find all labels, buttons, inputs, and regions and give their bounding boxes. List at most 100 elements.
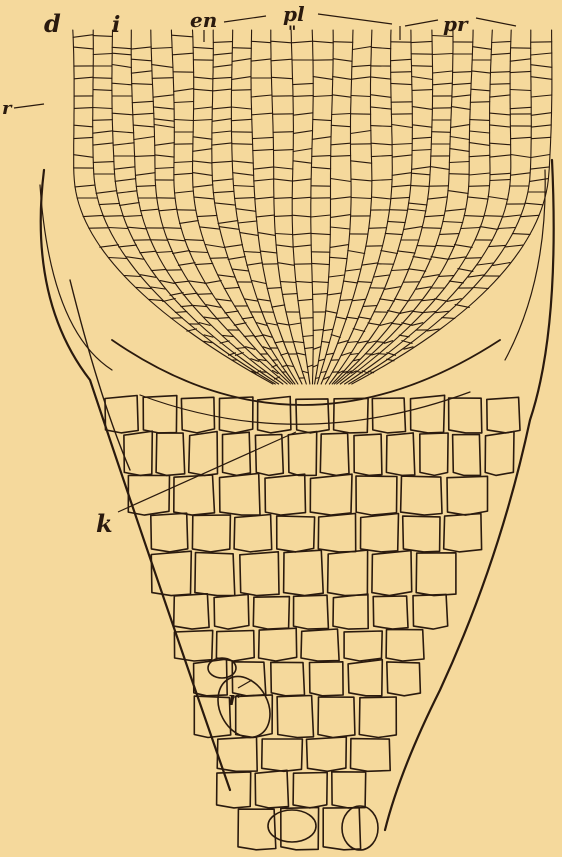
- cell-cross-wall: [326, 353, 333, 354]
- cell-cross-wall: [154, 107, 175, 109]
- cell-cross-wall: [281, 353, 289, 355]
- cell-cross-wall: [212, 107, 231, 109]
- cell-cross-wall: [371, 47, 390, 48]
- cell-file-wall: [151, 30, 287, 384]
- cell-cross-wall: [313, 96, 332, 97]
- cell-cross-wall: [439, 276, 454, 277]
- cell-cross-wall: [151, 269, 166, 270]
- cell-cross-wall: [312, 137, 331, 140]
- cell-cross-wall: [472, 71, 491, 73]
- cell-cross-wall: [302, 371, 308, 373]
- cell-cross-wall: [371, 107, 392, 109]
- cell-cross-wall: [287, 366, 293, 367]
- cell-cross-wall: [74, 47, 94, 49]
- cell-cross-wall: [212, 119, 231, 122]
- root-cap-cell: [387, 662, 421, 696]
- cell-cross-wall: [380, 323, 391, 326]
- cell-cross-wall: [93, 90, 112, 91]
- cell-cross-wall: [293, 179, 312, 181]
- cell-cross-wall: [351, 131, 371, 134]
- cell-cross-wall: [141, 209, 159, 211]
- cell-cross-wall: [371, 126, 392, 127]
- root-cap-cell: [447, 476, 488, 515]
- cell-cross-wall: [374, 275, 390, 277]
- cell-cross-wall: [220, 341, 229, 343]
- cell-cross-wall: [531, 65, 552, 68]
- cell-cross-wall: [428, 197, 447, 199]
- cell-cross-wall: [135, 156, 155, 157]
- cell-file-wall: [326, 30, 393, 384]
- root-cap-cell: [333, 594, 368, 629]
- cell-cross-wall: [505, 245, 523, 247]
- cell-cross-wall: [435, 299, 448, 301]
- cell-cross-wall: [331, 215, 351, 218]
- cell-cross-wall: [510, 107, 531, 108]
- cell-cross-wall: [412, 137, 431, 138]
- root-cap-cell: [328, 550, 368, 596]
- cell-cross-wall: [333, 77, 352, 80]
- cell-cross-wall: [215, 203, 236, 205]
- cell-cross-wall: [372, 197, 391, 199]
- cell-cross-wall: [131, 47, 151, 49]
- cell-cross-wall: [213, 77, 232, 78]
- cell-cross-wall: [234, 323, 246, 325]
- cell-cross-wall: [425, 215, 444, 216]
- cell-cross-wall: [391, 72, 412, 73]
- cell-cross-wall: [206, 245, 225, 248]
- cell-cross-wall: [453, 72, 472, 73]
- root-outline-left-inner: [40, 185, 112, 370]
- root-cap-cell: [151, 551, 191, 595]
- cell-cross-wall: [333, 42, 353, 43]
- cell-cross-wall: [432, 132, 451, 133]
- cell-cross-wall: [127, 257, 144, 259]
- cell-cross-wall: [232, 269, 248, 271]
- cell-cross-wall: [242, 317, 254, 319]
- cell-cross-wall: [204, 317, 216, 319]
- cell-cross-wall: [193, 173, 213, 176]
- cell-cross-wall: [174, 102, 194, 103]
- cell-cross-wall: [193, 305, 206, 306]
- cell-cross-wall: [109, 258, 127, 259]
- cell-cross-wall: [371, 77, 391, 79]
- cell-cross-wall: [449, 174, 469, 175]
- cell-cross-wall: [388, 311, 401, 314]
- cell-cross-wall: [351, 179, 372, 181]
- root-cap-cell: [220, 473, 261, 515]
- cell-cross-wall: [381, 251, 398, 254]
- root-cap-cell: [238, 809, 276, 850]
- cell-cross-wall: [93, 78, 112, 79]
- root-cap-cell: [219, 397, 253, 433]
- cell-cross-wall: [387, 353, 396, 356]
- cell-cross-wall: [253, 167, 273, 169]
- cell-cross-wall: [455, 305, 469, 308]
- cell-cross-wall: [340, 300, 353, 301]
- cell-cross-wall: [411, 173, 430, 175]
- cell-cross-wall: [392, 155, 412, 157]
- cell-cross-wall: [351, 198, 371, 199]
- cell-cross-wall: [232, 59, 251, 62]
- cell-cross-wall: [312, 156, 331, 157]
- cell-cross-wall: [74, 77, 93, 79]
- cell-cross-wall: [155, 168, 174, 169]
- cell-cross-wall: [490, 113, 511, 115]
- root-cap-cell: [236, 695, 273, 738]
- cell-cross-wall: [172, 35, 193, 37]
- cell-cross-wall: [371, 143, 392, 145]
- root-cap-cell: [255, 435, 283, 476]
- inner-boundary: [140, 392, 470, 424]
- cell-file-wall: [231, 30, 298, 384]
- cell-cross-wall: [353, 47, 372, 50]
- cell-cross-wall: [531, 137, 551, 138]
- cell-cross-wall: [174, 89, 194, 92]
- cell-cross-wall: [351, 161, 372, 163]
- cell-cross-wall: [511, 173, 530, 175]
- cell-cross-wall: [531, 125, 551, 127]
- cell-cross-wall: [469, 155, 490, 156]
- pl-bracket-right: [318, 14, 392, 24]
- cell-cross-wall: [531, 77, 552, 80]
- cell-cross-wall: [133, 125, 154, 127]
- cell-cross-wall: [175, 191, 194, 193]
- root-cap-cell: [372, 551, 412, 596]
- cell-cross-wall: [153, 95, 174, 97]
- cell-cross-wall: [352, 77, 371, 79]
